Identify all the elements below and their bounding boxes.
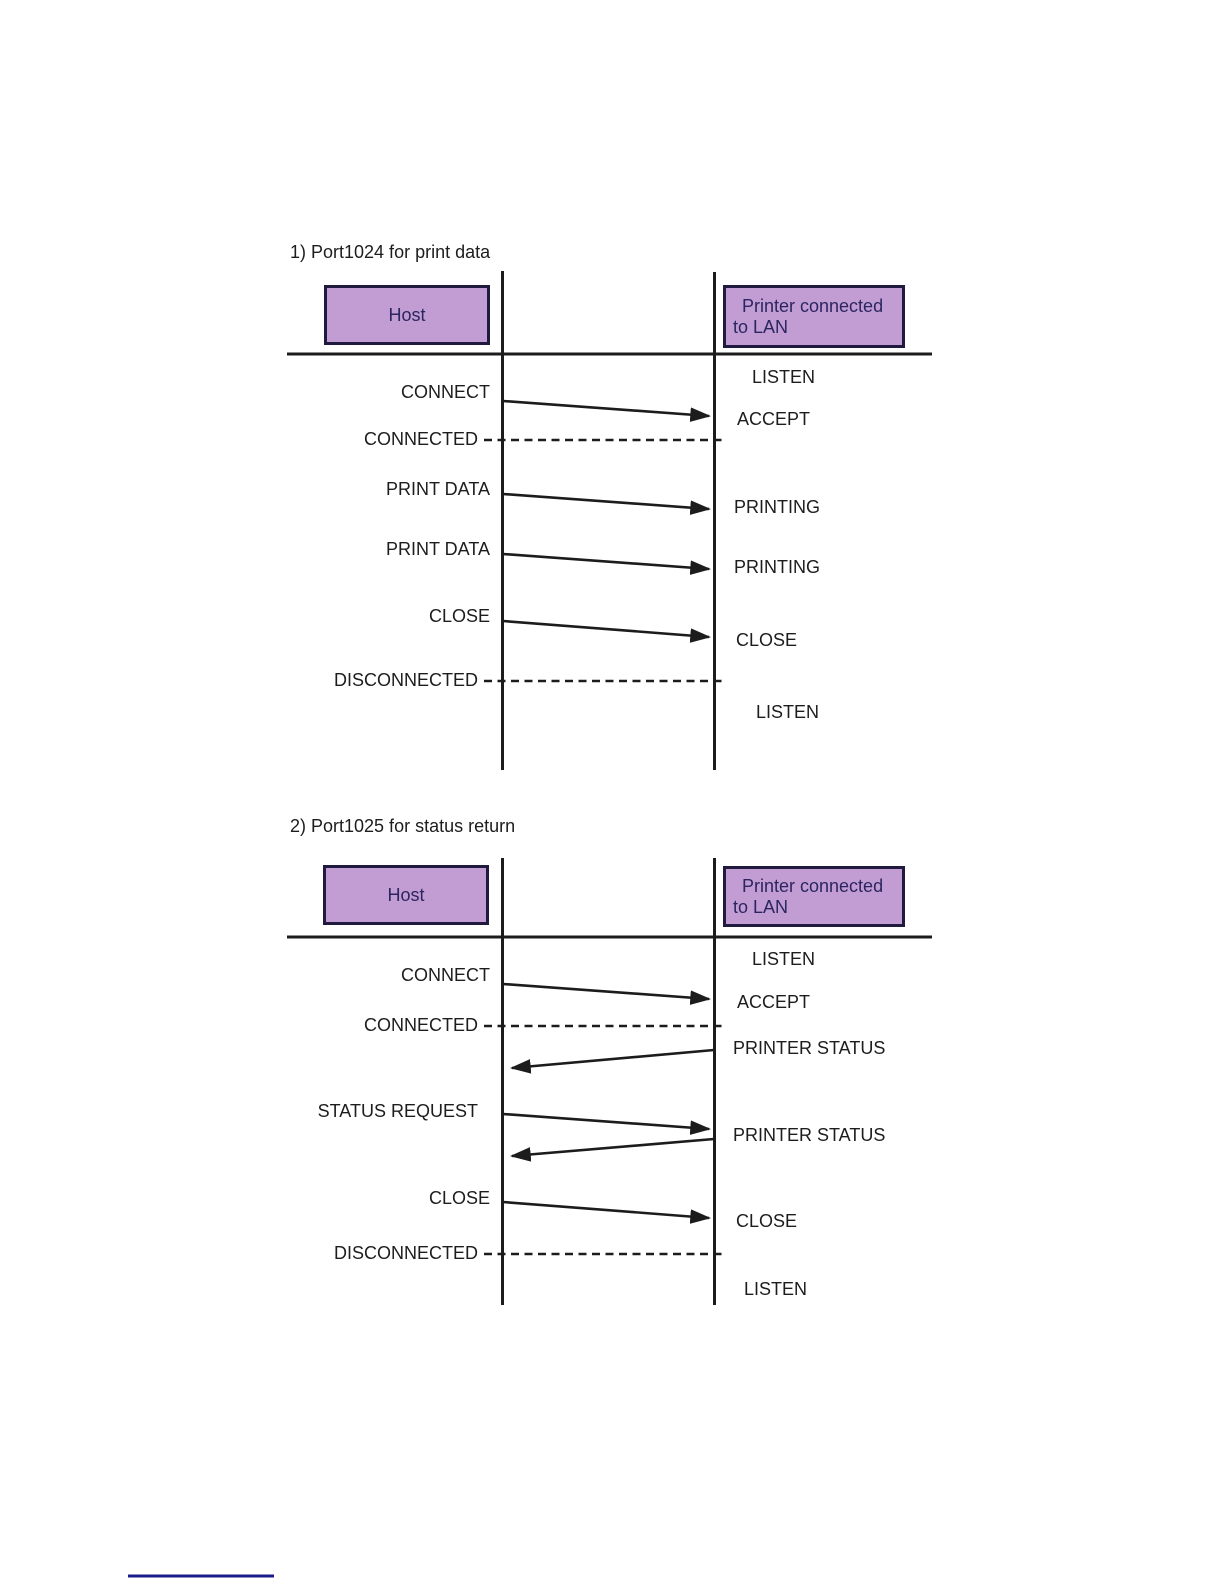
d1-label-printing-1: PRINTING bbox=[734, 497, 821, 517]
d1-label-connected: CONNECTED bbox=[363, 429, 478, 449]
d2-printer-label-line1: Printer connected bbox=[742, 875, 884, 896]
d1-label-accept: ACCEPT bbox=[737, 409, 811, 429]
d2-arrow-connect bbox=[502, 982, 712, 1005]
d1-arrow-print-data-2 bbox=[502, 552, 712, 575]
d2-label-listen-1: LISTEN bbox=[752, 949, 816, 969]
d2-arrow-status-request bbox=[502, 1112, 712, 1135]
d1-host-box: Host bbox=[324, 285, 490, 345]
d1-label-close-host: CLOSE bbox=[428, 606, 490, 626]
d2-label-disconnected: DISCONNECTED bbox=[333, 1243, 478, 1263]
d1-printer-box: Printer connected to LAN bbox=[723, 285, 905, 348]
d2-printer-label-line2: to LAN bbox=[733, 896, 789, 917]
d2-label-connect: CONNECT bbox=[401, 965, 490, 985]
d1-arrow-connect bbox=[502, 399, 712, 422]
d2-host-box: Host bbox=[323, 865, 489, 925]
d2-host-label: Host bbox=[387, 884, 425, 905]
d1-label-printing-2: PRINTING bbox=[734, 557, 821, 577]
d1-printer-label-line1: Printer connected bbox=[742, 295, 884, 316]
d1-label-listen-2: LISTEN bbox=[756, 702, 820, 722]
d1-printer-label-line2: to LAN bbox=[733, 316, 789, 337]
d2-label-printer-status-1: PRINTER STATUS bbox=[733, 1038, 886, 1058]
d1-arrow-print-data-1 bbox=[502, 492, 712, 515]
d2-arrow-close bbox=[502, 1200, 712, 1224]
d1-label-print-data-2: PRINT DATA bbox=[385, 539, 490, 559]
d2-printer-box: Printer connected to LAN bbox=[723, 866, 905, 927]
d2-label-close-printer: CLOSE bbox=[736, 1211, 798, 1231]
diagram1-title: 1) Port1024 for print data bbox=[290, 242, 491, 262]
d2-arrow-printer-status-1 bbox=[509, 1048, 715, 1074]
d1-label-listen-1: LISTEN bbox=[752, 367, 816, 387]
d2-label-status-request: STATUS REQUEST bbox=[317, 1101, 478, 1121]
d1-label-connect: CONNECT bbox=[401, 382, 490, 402]
d2-label-connected: CONNECTED bbox=[363, 1015, 478, 1035]
d2-label-accept: ACCEPT bbox=[737, 992, 811, 1012]
d1-label-close-printer: CLOSE bbox=[736, 630, 798, 650]
d2-arrow-printer-status-2 bbox=[509, 1137, 715, 1162]
d2-label-printer-status-2: PRINTER STATUS bbox=[733, 1125, 886, 1145]
d1-arrow-close bbox=[502, 619, 712, 643]
d1-host-label: Host bbox=[388, 304, 426, 325]
diagram2-title: 2) Port1025 for status return bbox=[290, 816, 516, 836]
d1-label-print-data-1: PRINT DATA bbox=[385, 479, 490, 499]
d2-label-close-host: CLOSE bbox=[428, 1188, 490, 1208]
d2-label-listen-2: LISTEN bbox=[744, 1279, 808, 1299]
d1-label-disconnected: DISCONNECTED bbox=[333, 670, 478, 690]
